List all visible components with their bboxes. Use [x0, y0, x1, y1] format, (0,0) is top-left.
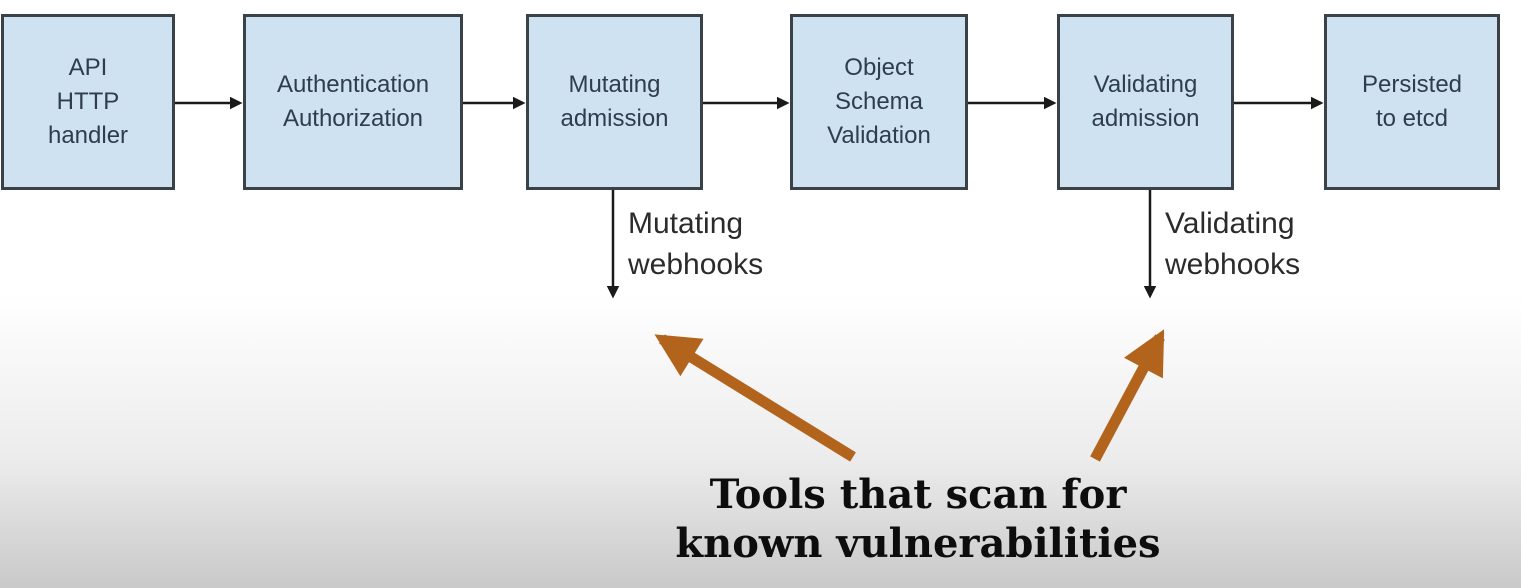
flow-box-validating-admission: Validating admission: [1057, 14, 1234, 190]
mutating-webhooks-label: Mutating webhooks: [628, 207, 764, 281]
annotation-arrow-left: [654, 334, 856, 462]
flow-box-persisted-to-etcd: Persisted to etcd: [1324, 14, 1500, 190]
flow-box-authentication-authorization: Authentication Authorization: [243, 14, 463, 190]
flow-box-mutating-admission: Mutating admission: [526, 14, 703, 190]
flow-box-object-schema-validation: Object Schema Validation: [790, 14, 968, 190]
flow-box-api-http-handler: API HTTP handler: [1, 14, 175, 190]
annotation-arrow-right: [1090, 329, 1165, 462]
annotation-caption: Tools that scan for known vulnerabilitie…: [675, 471, 1161, 567]
validating-webhooks-label: Validating webhooks: [1165, 207, 1301, 281]
